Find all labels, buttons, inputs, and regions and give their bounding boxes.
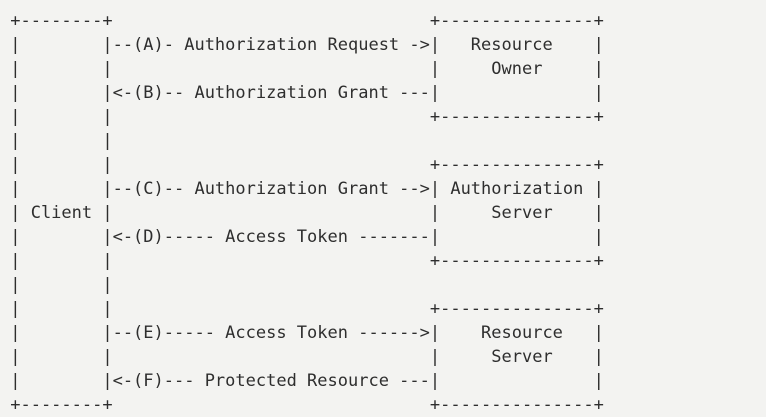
ascii-line-7: | |--(C)-- Authorization Grant -->| Auth… — [0, 179, 604, 199]
ascii-line-6: | | +---------------+ — [0, 155, 604, 175]
ascii-line-10: | | +---------------+ — [0, 251, 604, 271]
ascii-line-2: | | | Owner | — [0, 59, 604, 79]
ascii-line-4: | | +---------------+ — [0, 107, 604, 127]
ascii-line-16: +--------+ +---------------+ — [0, 395, 604, 415]
ascii-line-1: | |--(A)- Authorization Request ->| Reso… — [0, 35, 604, 55]
ascii-line-5: | | — [0, 131, 113, 151]
ascii-line-11: | | — [0, 275, 113, 295]
ascii-line-8: | Client | | Server | — [0, 203, 604, 223]
ascii-line-13: | |--(E)----- Access Token ------>| Reso… — [0, 323, 604, 343]
ascii-art-canvas: +--------+ +---------------+ | |--(A)- A… — [0, 9, 766, 417]
ascii-line-15: | |<-(F)--- Protected Resource ---| | — [0, 371, 604, 391]
ascii-line-12: | | +---------------+ — [0, 299, 604, 319]
ascii-line-0: +--------+ +---------------+ — [0, 11, 604, 31]
ascii-line-3: | |<-(B)-- Authorization Grant ---| | — [0, 83, 604, 103]
ascii-line-9: | |<-(D)----- Access Token -------| | — [0, 227, 604, 247]
ascii-line-14: | | | Server | — [0, 347, 604, 367]
